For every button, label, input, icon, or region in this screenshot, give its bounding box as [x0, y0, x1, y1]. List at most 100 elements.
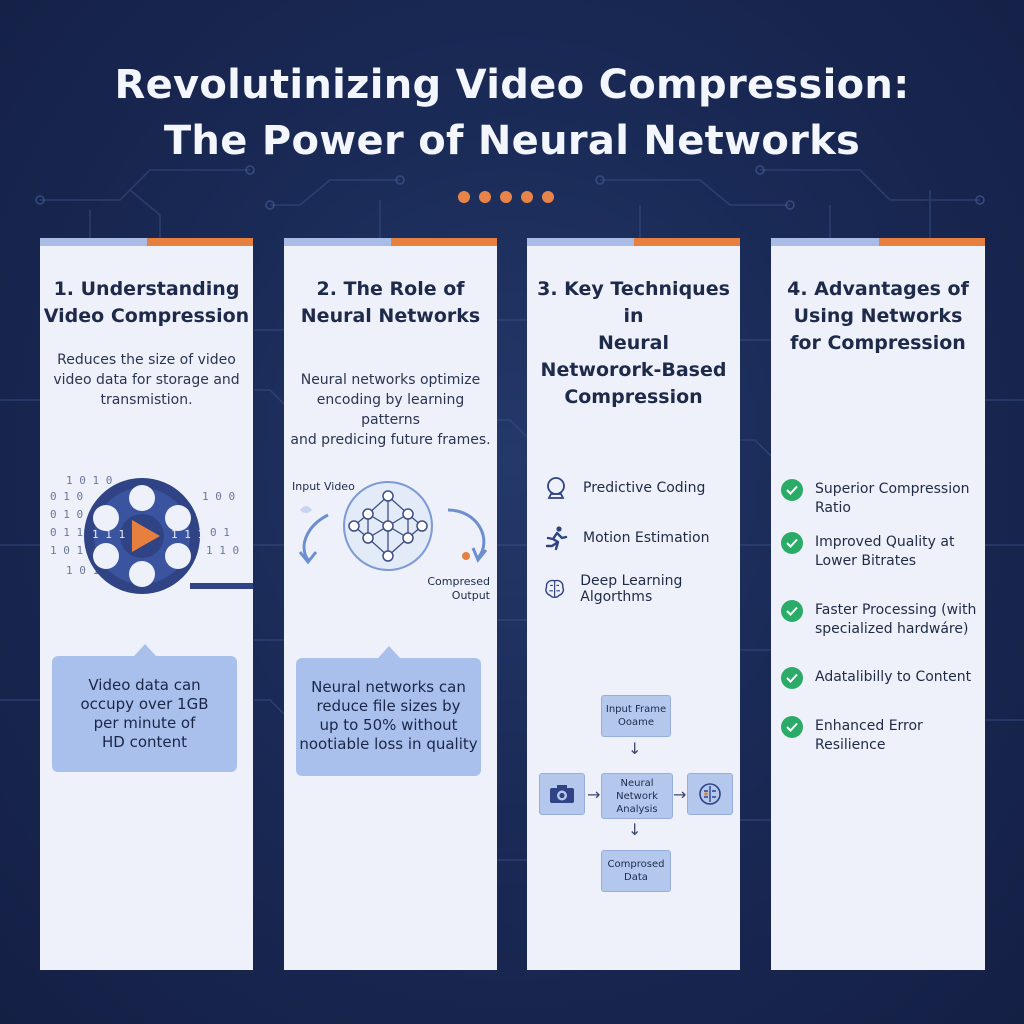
input-video-label: Input Video	[292, 480, 355, 493]
card-key-techniques: 3. Key Techniques in Neural Networork-Ba…	[527, 238, 740, 970]
technique-predictive-coding: Predictive Coding	[543, 475, 705, 501]
camera-icon	[550, 785, 574, 803]
flow-box-line: Comprosed	[607, 859, 665, 870]
flow-box-line: Neural Network	[616, 777, 658, 802]
card-description: Reduces the size of video video data for…	[50, 350, 243, 410]
check-circle-icon	[781, 600, 803, 622]
output-label-line: Compresed	[427, 575, 490, 588]
card-title-line: 2. The Role of	[316, 278, 465, 300]
advantage-line: Ratio	[815, 500, 851, 516]
card-advantages: 4. Advantages of Using Networks for Comp…	[771, 238, 985, 970]
technique-label: Deep Learning Algorthms	[580, 573, 683, 605]
callout-line: occupy over 1GB	[80, 695, 209, 713]
dot	[458, 191, 470, 203]
dot	[479, 191, 491, 203]
card-title: 1. Understanding Video Compression	[40, 276, 253, 330]
advantage-line: Adatalibilly to Content	[815, 669, 972, 685]
advantage-line: Enhanced Error Resilience	[815, 718, 923, 753]
binary-text: 1 0 1 0	[66, 474, 113, 487]
card-top-bar	[771, 238, 985, 246]
desc-line: encoding by learning patterns	[316, 392, 465, 428]
advantage-item: Faster Processing (with specialized hardw…	[781, 600, 977, 639]
brain-chip-icon	[699, 783, 721, 805]
card-title-line: Compression	[564, 386, 703, 408]
dot	[521, 191, 533, 203]
callout-line: Neural networks can	[311, 678, 466, 696]
flow-box-line: Analysis	[616, 803, 658, 815]
advantage-line: Lower Bitrates	[815, 553, 917, 569]
advantage-item: Adatalibilly to Content	[781, 667, 977, 689]
binary-text: 1 1 0	[206, 544, 240, 557]
arrow-right-icon: →	[673, 785, 687, 804]
callout-line: Video data can	[88, 676, 201, 694]
pagination-dots	[458, 191, 554, 203]
callout-line: HD content	[101, 733, 188, 751]
card-accent-bar	[634, 238, 740, 246]
card-top-bar	[284, 238, 497, 246]
card-title-line: 1. Understanding	[53, 278, 240, 300]
flow-box-line: Input Frame	[605, 704, 667, 715]
reel-binary-right: 1 1 1	[171, 528, 205, 541]
technique-motion-estimation: Motion Estimation	[543, 525, 709, 551]
compressed-output-label: Compresed Output	[422, 575, 490, 603]
brain-output-box	[687, 773, 733, 815]
advantage-item: Enhanced Error Resilience	[781, 716, 977, 755]
technique-label: Motion Estimation	[583, 530, 710, 546]
main-title-line-1: Revolutinizing Video Compression:	[114, 62, 910, 108]
binary-text: 0 1 1	[50, 526, 84, 539]
callout-line: per minute of	[93, 714, 196, 732]
card-title: 3. Key Techniques in Neural Networork-Ba…	[527, 276, 740, 411]
card-accent-bar	[879, 238, 985, 246]
callout-fact: Video data can occupy over 1GB per minut…	[52, 644, 237, 772]
card-title-line: for Compression	[790, 332, 966, 354]
running-person-icon	[545, 526, 568, 551]
check-circle-icon	[781, 479, 803, 501]
card-title-line: Neural	[597, 332, 670, 354]
output-label-line: Output	[451, 589, 490, 602]
advantage-line: specialized hardwáre)	[815, 621, 969, 637]
card-top-bar	[40, 238, 253, 246]
card-title-line: 4. Advantages of	[787, 278, 969, 300]
card-title-line: Neural Networks	[300, 305, 481, 327]
card-title-line: 3. Key Techniques in	[537, 278, 730, 327]
dot	[500, 191, 512, 203]
binary-text: 1 0 0	[202, 490, 236, 503]
callout-line: nootiable loss in quality	[299, 735, 478, 753]
desc-line: video data for storage and	[53, 372, 240, 388]
brain-icon	[545, 579, 565, 598]
card-understanding-video-compression: 1. Understanding Video Compression Reduc…	[40, 238, 253, 970]
advantage-line: Improved Quality at	[815, 534, 955, 550]
binary-text: 0 1	[210, 526, 230, 539]
film-reel-play-icon	[84, 478, 253, 594]
technique-deep-learning: Deep Learning Algorthms	[543, 573, 740, 605]
arrow-right-icon: →	[587, 785, 601, 804]
card-title-line: Video Compression	[43, 305, 250, 327]
card-accent-bar	[391, 238, 497, 246]
crystal-ball-icon	[547, 477, 565, 499]
card-title-line: Networork-Based	[540, 359, 727, 381]
desc-line: Reduces the size of video	[57, 352, 236, 368]
check-circle-icon	[781, 716, 803, 738]
card-accent-bar	[147, 238, 253, 246]
arrow-down-icon: ↓	[628, 739, 642, 758]
technique-label: Predictive Coding	[583, 480, 706, 496]
callout-line: reduce file sizes by	[316, 697, 461, 715]
flow-box-line: Ooame	[617, 717, 654, 728]
advantage-line: Superior Compression	[815, 481, 970, 497]
callout-fact: Neural networks can reduce file sizes by…	[296, 646, 481, 776]
main-title-line-2: The Power of Neural Networks	[163, 118, 861, 164]
arrow-down-icon: ↓	[628, 820, 642, 839]
card-title-line: Using Networks	[793, 305, 963, 327]
neural-network-icon	[298, 481, 488, 571]
card-title: 4. Advantages of Using Networks for Comp…	[771, 276, 985, 357]
reel-binary-left: 1 1 1	[92, 528, 126, 541]
desc-line: transmistion.	[100, 392, 193, 408]
advantage-item: Improved Quality at Lower Bitrates	[781, 532, 977, 571]
card-top-bar	[527, 238, 740, 246]
callout-line: up to 50% without	[319, 716, 458, 734]
advantage-line: Faster Processing (with	[815, 602, 977, 618]
